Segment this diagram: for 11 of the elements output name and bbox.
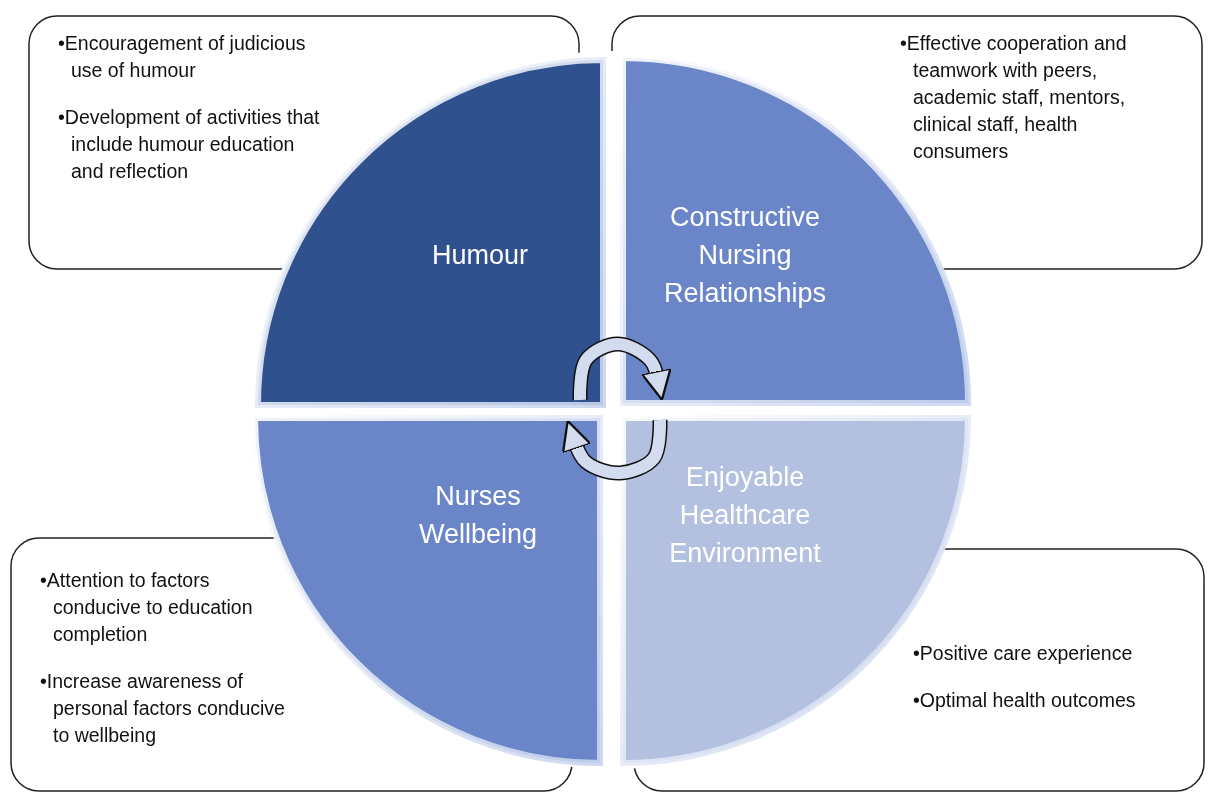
- bullet-text: •Effective cooperation and teamwork with peers, academic staff, mentors, clinical staff, health consumers: [900, 31, 1128, 164]
- bullet-text: •Encouragement of judicious use of humour: [58, 31, 307, 83]
- segment-label: Humour: [431, 239, 529, 272]
- segment-label: Constructive Nursing Relationships: [662, 201, 828, 310]
- bullet-text: •Optimal health outcomes: [913, 688, 1137, 713]
- bullet-text: •Development of activities that include humour education and reflection: [58, 105, 320, 184]
- segment-label: Nurses Wellbeing: [417, 480, 539, 551]
- segment-label: Enjoyable Healthcare Environment: [668, 461, 822, 570]
- bullet-text: •Increase awareness of personal factors conducive to wellbeing: [40, 669, 286, 748]
- bullet-text: •Positive care experience: [913, 641, 1134, 666]
- bullet-text: •Attention to factors conducive to education completion: [40, 568, 254, 647]
